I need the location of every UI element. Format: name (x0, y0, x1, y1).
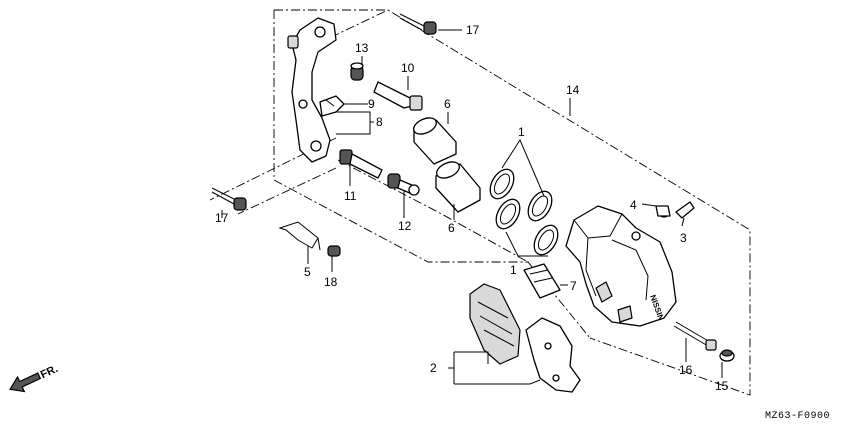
caliper-bolt (387, 173, 420, 196)
drawing-code: MZ63-F0900 (765, 411, 830, 422)
callout-7: 7 (570, 279, 577, 293)
bolt-17-lower (211, 187, 247, 211)
callout-6-upper: 6 (444, 97, 451, 111)
callout-16: 16 (679, 363, 693, 377)
caliper-body: NISSIN (565, 205, 677, 327)
callout-17-top: 17 (466, 23, 480, 37)
callout-13: 13 (355, 41, 369, 55)
callout-5: 5 (304, 265, 311, 279)
pad-pin (673, 321, 717, 351)
front-direction-label: FR. (39, 363, 60, 381)
front-direction-arrow: FR. (9, 363, 60, 393)
pad-pin-plug (719, 349, 735, 362)
callout-4: 4 (630, 198, 637, 212)
bolt-18 (327, 245, 341, 257)
callout-14: 14 (566, 83, 580, 97)
caliper-pin-upper (373, 81, 423, 111)
bleeder-valve (655, 201, 695, 219)
piston-upper (413, 117, 457, 165)
callout-2: 2 (430, 361, 437, 375)
retaining-spring (278, 221, 321, 251)
pin-boot-cap (350, 62, 364, 81)
callout-11: 11 (344, 189, 357, 203)
callout-12: 12 (398, 219, 412, 233)
pad-spring (523, 263, 561, 299)
piston-lower (435, 161, 481, 213)
callout-18: 18 (324, 275, 338, 289)
callout-15: 15 (715, 379, 729, 393)
callout-1-lower: 1 (510, 263, 517, 277)
piston-seals (489, 168, 559, 256)
callout-1-upper: 1 (518, 125, 525, 139)
callout-6-lower: 6 (448, 221, 455, 235)
callout-17-left: 17 (215, 211, 229, 225)
caliper-pin-lower (339, 149, 383, 179)
caliper-bracket (287, 17, 337, 163)
bolt-17-upper (399, 13, 437, 35)
brake-pad-front (469, 283, 521, 365)
callout-3: 3 (680, 231, 687, 245)
callouts: 17 13 10 9 8 14 6 1 11 12 6 1 7 4 3 17 5… (215, 23, 729, 393)
leader-lines (221, 29, 723, 385)
callout-10: 10 (401, 61, 415, 75)
callout-9: 9 (368, 97, 375, 111)
brake-pad-rear (525, 317, 581, 393)
callout-8: 8 (376, 115, 383, 129)
pad-spring-clip (319, 95, 345, 117)
